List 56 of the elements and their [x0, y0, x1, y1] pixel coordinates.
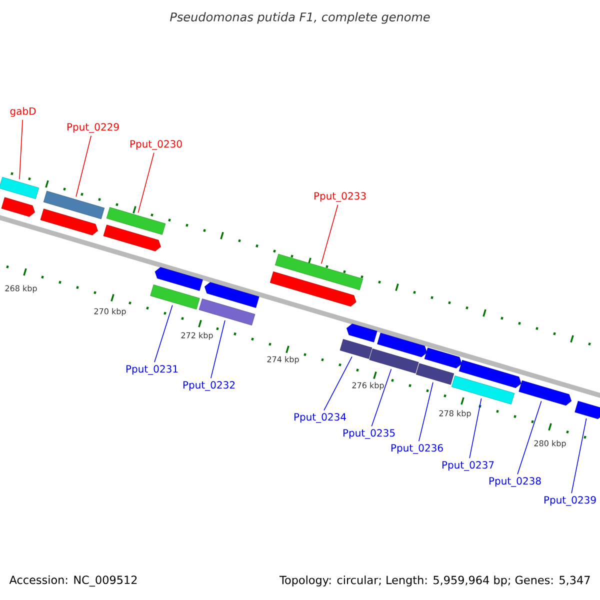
gene-feature	[377, 332, 428, 358]
leader-line	[154, 304, 173, 363]
gene-feature	[416, 363, 454, 385]
accession-text: Accession: NC_009512	[9, 575, 137, 587]
gene-feature	[274, 254, 364, 290]
scale-label: 278 kbp	[439, 410, 471, 418]
gene-label: Pput_0234	[294, 413, 346, 423]
gene-feature	[451, 376, 515, 404]
leader-line	[324, 356, 352, 411]
gene-label: Pput_0239	[544, 496, 596, 506]
gene-feature	[369, 348, 419, 374]
title: Pseudomonas putida F1, complete genome	[170, 12, 430, 24]
leader-line	[19, 119, 23, 180]
gene-label: Pput_0229	[67, 123, 119, 133]
gene-feature	[40, 208, 98, 236]
gene-feature	[1, 197, 35, 217]
leader-line	[210, 320, 226, 379]
scale-label: 268 kbp	[5, 285, 37, 293]
gene-label: Pput_0236	[391, 444, 443, 454]
gene-feature	[0, 176, 40, 200]
gene-feature	[204, 282, 260, 308]
leader-line	[418, 382, 434, 442]
leader-line	[571, 418, 587, 494]
gene-label: Pput_0230	[130, 140, 182, 150]
gene-label: gabD	[10, 107, 36, 117]
gene-feature	[340, 339, 372, 359]
gene-label: Pput_0233	[314, 192, 366, 202]
gene-label: Pput_0235	[343, 429, 395, 439]
gene-feature	[106, 207, 166, 235]
gene-feature	[574, 400, 600, 420]
leader-line	[76, 135, 92, 198]
gene-feature	[43, 190, 105, 220]
leader-line	[469, 398, 482, 459]
gene-feature	[270, 271, 356, 307]
gene-label: Pput_0238	[489, 477, 541, 487]
scale-label: 272 kbp	[181, 332, 213, 340]
genome-summary-text: Topology: circular; Length: 5,959,964 bp; Genes: 5,347	[280, 576, 590, 586]
gene-feature	[103, 224, 161, 252]
gene-feature	[458, 360, 522, 388]
gene-feature	[518, 380, 572, 406]
leader-line	[320, 204, 338, 264]
scale-label: 274 kbp	[267, 356, 299, 364]
gene-feature	[346, 324, 378, 342]
scale-label: 276 kbp	[352, 382, 384, 390]
leader-line	[138, 152, 154, 214]
gene-feature	[154, 267, 203, 291]
gene-label: Pput_0237	[442, 461, 494, 471]
gene-feature	[424, 348, 462, 368]
scale-label: 270 kbp	[94, 308, 126, 316]
gene-label: Pput_0232	[183, 381, 235, 391]
gene-label: Pput_0231	[126, 365, 178, 375]
gene-feature	[150, 284, 200, 310]
scale-label: 280 kbp	[534, 440, 566, 448]
leader-line	[371, 368, 392, 427]
leader-line	[517, 400, 542, 475]
gene-feature	[198, 298, 256, 326]
